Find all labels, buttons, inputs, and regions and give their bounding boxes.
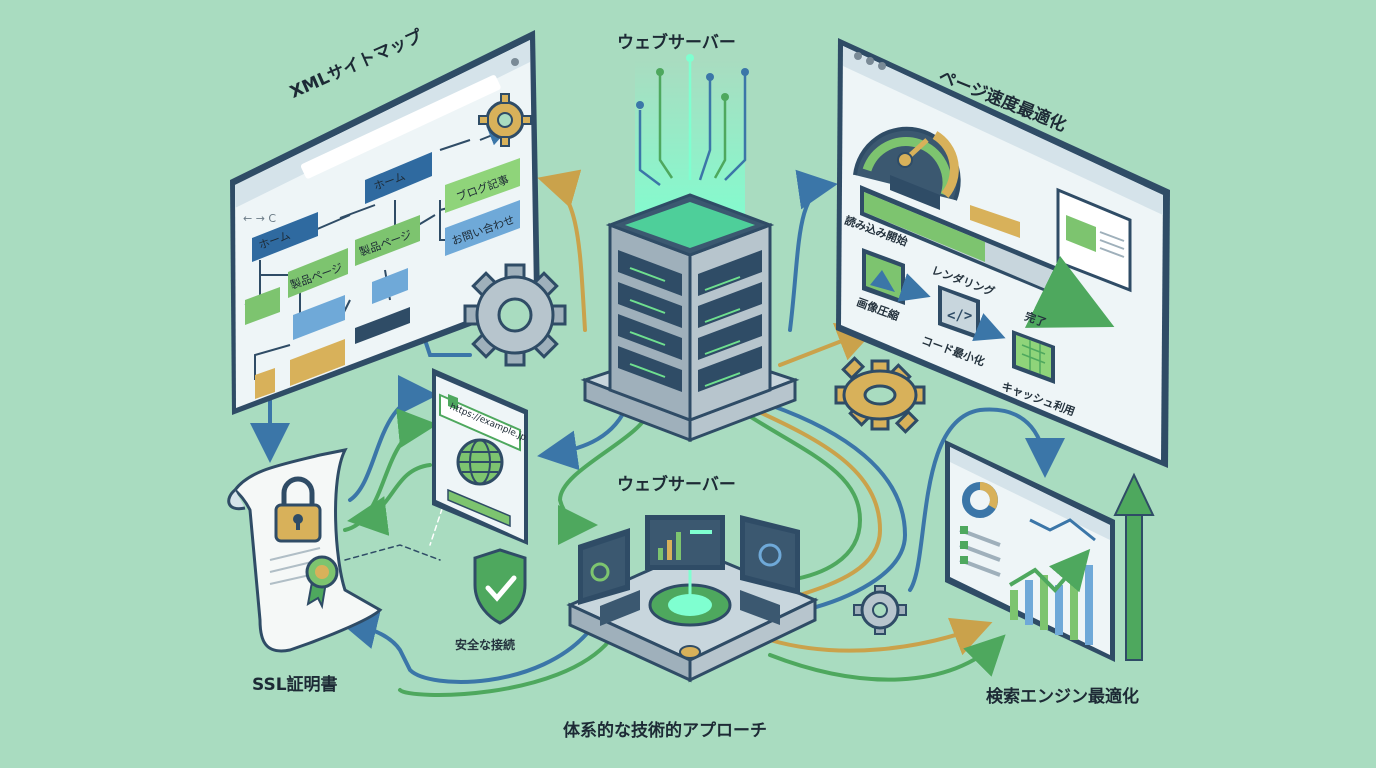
- arrow-hub-to-seo: [768, 617, 993, 656]
- leaf-box-2: [293, 295, 345, 340]
- speedometer-icon: [853, 126, 961, 201]
- nav-arrows-icon[interactable]: ← → C: [243, 212, 276, 225]
- home-box-2: [365, 152, 432, 204]
- leaf-box-1: [245, 287, 280, 325]
- page-speed-window: </>: [836, 38, 1170, 468]
- dashboard-monitor-3: [740, 515, 800, 595]
- large-gear-icon: [463, 263, 567, 367]
- seal-badge-icon: [305, 555, 339, 610]
- globe-icon: [456, 438, 504, 486]
- leaf-box-3: [290, 339, 345, 386]
- arrow-to-seo: [908, 407, 1065, 592]
- leaf-box-5: [372, 268, 408, 304]
- home-box-1: [252, 212, 318, 262]
- load-progress-bar: [860, 185, 1065, 300]
- blog-box: [445, 158, 520, 213]
- ssl-certificate-label: SSL証明書: [252, 675, 338, 695]
- flow-lines: [250, 169, 1130, 697]
- arrow-hub-to-ssl: [337, 610, 592, 684]
- leaf-box-4: [255, 368, 275, 399]
- web-server: [580, 54, 800, 443]
- arrow-to-browser-2: [343, 408, 438, 532]
- svg-text:</>: </>: [947, 308, 972, 324]
- growth-arrow-icon: [1113, 472, 1155, 661]
- ssl-certificate: [227, 447, 383, 653]
- arrow-server-to-hub: [557, 408, 652, 545]
- contact-box: [445, 200, 520, 256]
- image-icon: [862, 248, 905, 305]
- arrow-server-to-speed: [788, 169, 838, 332]
- donut-chart-icon: [962, 482, 998, 518]
- padlock-icon: [274, 476, 322, 543]
- top-server-label: ウェブサーバー: [617, 33, 736, 53]
- https-browser-window: [432, 368, 528, 545]
- secure-connection-label: 安全な接続: [455, 638, 516, 652]
- progress-pill: [970, 205, 1020, 238]
- arrow-from-browser: [347, 463, 432, 536]
- arrow-server-to-browser: [537, 408, 627, 471]
- dashboard-monitor-1: [578, 528, 630, 605]
- small-gear-icon: [853, 585, 907, 635]
- seo-window: [945, 440, 1115, 662]
- code-icon: </>: [938, 285, 980, 340]
- seo-bar-chart: [1010, 565, 1093, 645]
- arrow-to-browser-1: [348, 375, 438, 502]
- shield-check-icon: [473, 548, 527, 625]
- dashboard-monitor-2: [645, 515, 725, 570]
- product-box-2: [355, 215, 420, 266]
- approach-label: 体系的な技術的アプローチ: [563, 721, 767, 741]
- seo-label: 検索エンジン最適化: [986, 687, 1139, 707]
- green-arrow-right: [1024, 255, 1115, 328]
- cache-icon: [1012, 330, 1055, 384]
- product-box-1: [288, 248, 348, 298]
- center-server-label: ウェブサーバー: [617, 475, 736, 495]
- central-hub: [566, 515, 819, 683]
- leaf-box-6: [355, 307, 410, 344]
- gear-icon: [478, 93, 532, 147]
- arrow-server-to-sitemap: [537, 169, 587, 332]
- sitemap-window: ← → C: [230, 30, 540, 415]
- gold-gear-icon: [834, 356, 926, 434]
- server-rack-units: [618, 250, 762, 392]
